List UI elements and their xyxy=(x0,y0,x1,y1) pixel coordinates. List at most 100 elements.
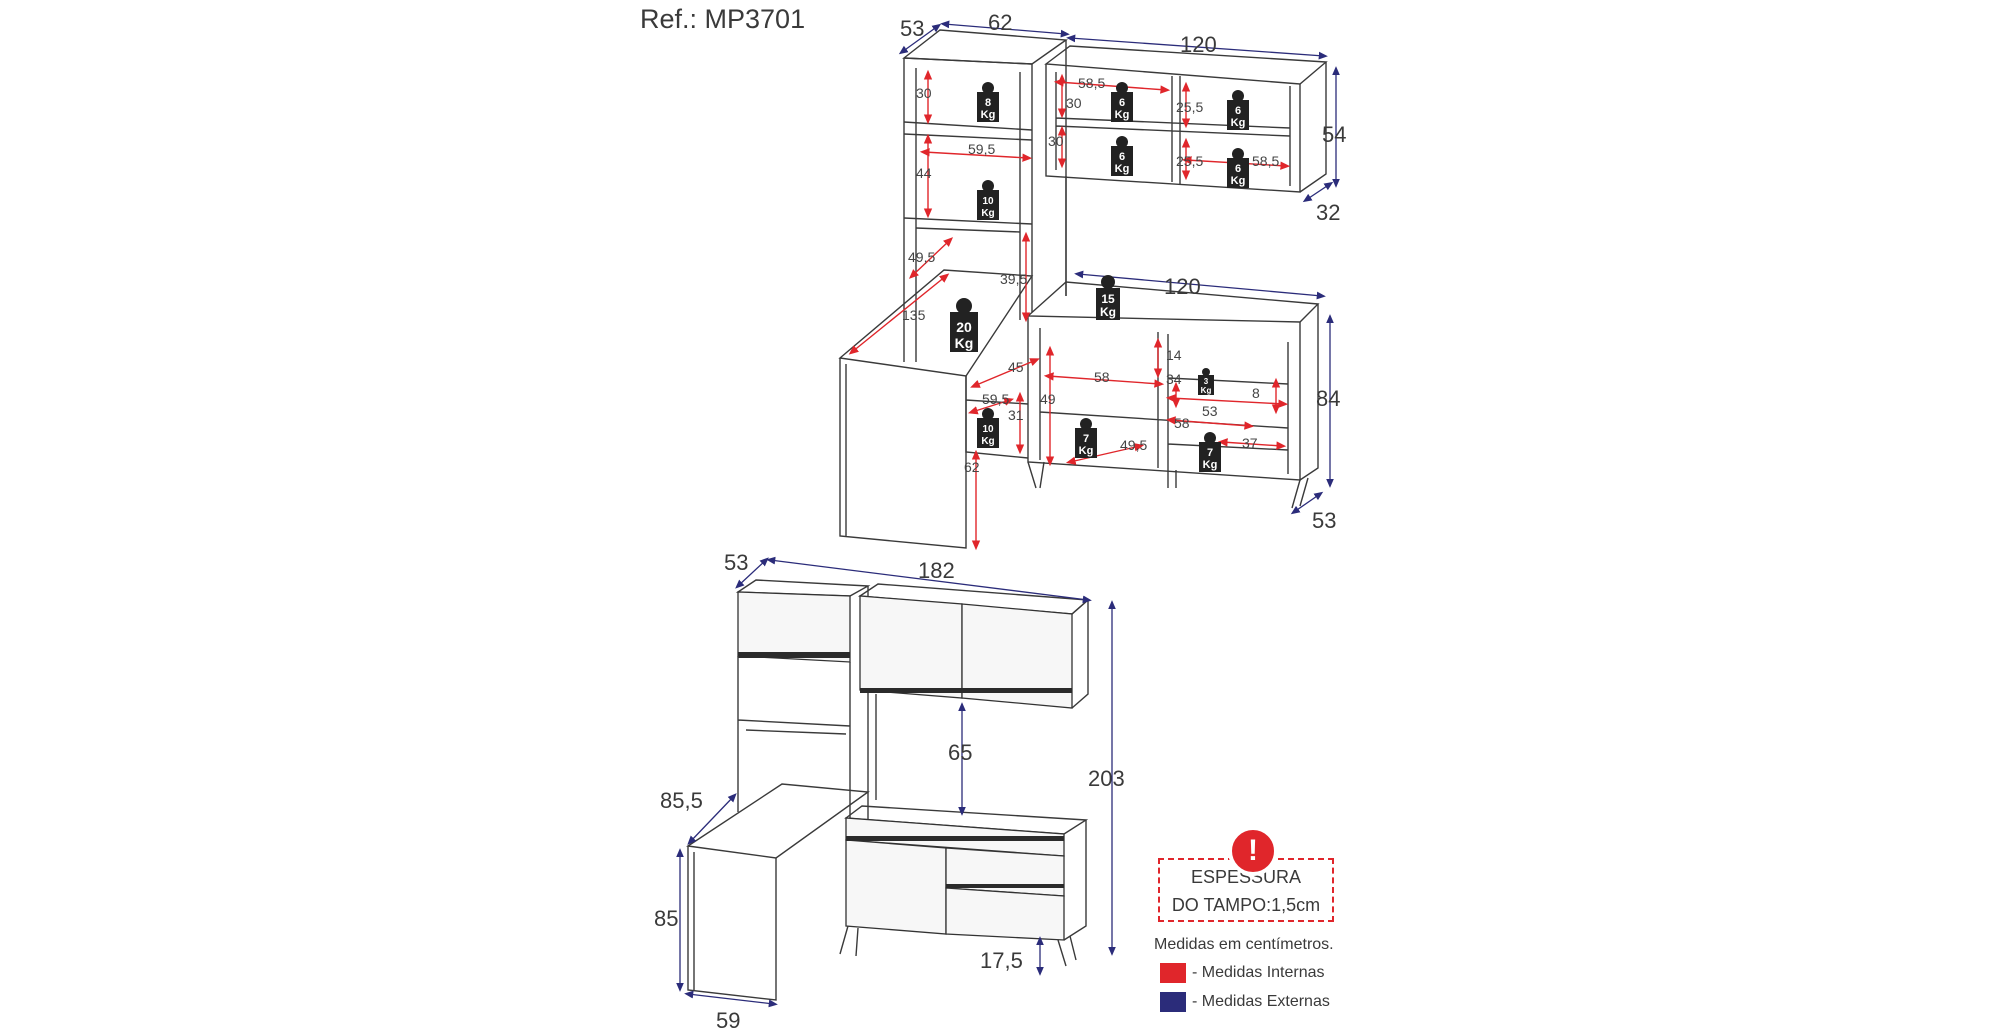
int-31: 31 xyxy=(1008,407,1024,423)
svg-text:8: 8 xyxy=(985,97,991,109)
int-44: 44 xyxy=(916,165,932,181)
dim-mid-120: 120 xyxy=(1164,274,1201,299)
weight-15kg-icon: 15 Kg xyxy=(1096,275,1120,320)
weight-6kg-icon: 6 Kg xyxy=(1227,90,1249,130)
svg-text:6: 6 xyxy=(1119,97,1125,109)
isometric-view: 53 62 120 54 32 120 84 53 30 44 59,5 49,… xyxy=(838,10,1346,551)
dim-mid-53: 53 xyxy=(1312,508,1336,533)
internal-dimension-lines xyxy=(848,69,1291,551)
weight-7kg-icon: 7 Kg xyxy=(1075,418,1097,458)
front-view: 53 182 65 203 85,5 85 59 17,5 xyxy=(654,550,1125,1028)
warning-note: ! ESPESSURA DO TAMPO:1,5cm xyxy=(1158,826,1336,926)
reference-code: Ref.: MP3701 xyxy=(640,4,806,34)
front-dim-53: 53 xyxy=(724,550,748,575)
front-base-band-1 xyxy=(846,836,1064,841)
legend: Medidas em centímetros. - Medidas Intern… xyxy=(1154,936,1334,1012)
dim-top-53: 53 xyxy=(900,16,924,41)
blue-swatch-icon xyxy=(1160,992,1186,1012)
dim-top-62: 62 xyxy=(988,10,1012,35)
weight-20kg-icon: 20 Kg xyxy=(950,298,978,352)
weight-10kg-icon: 10 Kg xyxy=(977,408,999,448)
svg-text:Kg: Kg xyxy=(1201,386,1212,395)
int-25-5b: 25,5 xyxy=(1176,153,1203,169)
warning-line-1: ESPESSURA xyxy=(1190,867,1302,887)
front-dim-85-5: 85,5 xyxy=(660,788,703,813)
front-desk-top xyxy=(686,783,870,859)
int-8: 8 xyxy=(1252,385,1260,401)
int-59-5a: 59,5 xyxy=(968,141,995,157)
legend-internal-label: - Medidas Internas xyxy=(1192,964,1325,981)
exclamation-icon: ! xyxy=(1228,826,1278,876)
svg-text:Kg: Kg xyxy=(1079,445,1094,457)
front-dim-59: 59 xyxy=(716,1008,740,1028)
svg-text:10: 10 xyxy=(982,424,994,435)
int-59-5b: 59,5 xyxy=(982,391,1009,407)
int-30c: 30 xyxy=(1048,133,1064,149)
int-58-5a: 58,5 xyxy=(1078,75,1105,91)
front-upper-band xyxy=(860,688,1072,693)
weight-8kg-icon: 8 Kg xyxy=(977,82,999,122)
weight-7kg-icon: 7 Kg xyxy=(1199,432,1221,472)
int-39-5: 39,5 xyxy=(1000,271,1027,287)
dim-mid-84: 84 xyxy=(1316,386,1340,411)
legend-internal: - Medidas Internas xyxy=(1160,963,1334,983)
int-25-5a: 25,5 xyxy=(1176,99,1203,115)
int-30a: 30 xyxy=(916,85,932,101)
int-135: 135 xyxy=(902,307,926,323)
front-dim-182: 182 xyxy=(918,558,955,583)
int-14: 14 xyxy=(1166,347,1182,363)
svg-text:6: 6 xyxy=(1235,163,1241,175)
int-49-5a: 49,5 xyxy=(908,249,935,265)
svg-text:Kg: Kg xyxy=(1231,117,1246,129)
front-tower-band xyxy=(738,652,850,658)
svg-text:Kg: Kg xyxy=(1100,305,1116,319)
weight-6kg-icon: 6 Kg xyxy=(1111,82,1133,122)
weight-6kg-icon: 6 Kg xyxy=(1111,136,1133,176)
front-legs xyxy=(839,925,1077,967)
svg-text:6: 6 xyxy=(1119,151,1125,163)
warning-line-2: DO TAMPO:1,5cm xyxy=(1171,895,1321,915)
legend-external-label: - Medidas Externas xyxy=(1192,993,1330,1010)
front-upper-side xyxy=(1071,598,1089,709)
tower-shelves xyxy=(903,121,1033,233)
int-34: 34 xyxy=(1166,371,1182,387)
svg-text:20: 20 xyxy=(956,319,972,335)
front-base-side xyxy=(1063,820,1087,941)
weight-10kg-icon: 10 Kg xyxy=(977,180,999,220)
int-58-5b: 58,5 xyxy=(1252,153,1279,169)
legend-note: Medidas em centímetros. xyxy=(1154,936,1334,953)
svg-text:7: 7 xyxy=(1207,447,1213,459)
base-cabinet-body xyxy=(1027,304,1319,481)
front-desk-leg xyxy=(687,846,777,1001)
svg-text:Kg: Kg xyxy=(981,109,996,121)
int-37: 37 xyxy=(1242,435,1258,451)
front-dim-65: 65 xyxy=(948,740,972,765)
front-tower-door xyxy=(737,591,851,663)
weight-3kg-icon: 3 Kg xyxy=(1198,368,1214,395)
svg-text:7: 7 xyxy=(1083,433,1089,445)
red-swatch-icon xyxy=(1160,963,1186,983)
front-dim-85: 85 xyxy=(654,906,678,931)
svg-text:Kg: Kg xyxy=(1115,163,1130,175)
int-62: 62 xyxy=(964,459,980,475)
front-base-drawer-bottom xyxy=(945,887,1065,941)
int-49-5b: 49,5 xyxy=(1120,437,1147,453)
wall-cabinet-dividers xyxy=(1055,72,1291,186)
int-30b: 30 xyxy=(1066,95,1082,111)
int-58a: 58 xyxy=(1094,369,1110,385)
front-upper-door-left xyxy=(859,595,963,699)
legend-external: - Medidas Externas xyxy=(1160,992,1334,1012)
int-49: 49 xyxy=(1040,391,1056,407)
int-53: 53 xyxy=(1202,403,1218,419)
int-45: 45 xyxy=(1008,359,1024,375)
svg-text:Kg: Kg xyxy=(1231,175,1246,187)
svg-text:Kg: Kg xyxy=(1203,459,1218,471)
front-base-band-2 xyxy=(946,884,1064,888)
svg-text:10: 10 xyxy=(982,196,994,207)
svg-text:Kg: Kg xyxy=(981,436,994,447)
dim-top-54: 54 xyxy=(1322,122,1346,147)
int-58b: 58 xyxy=(1174,415,1190,431)
weight-6kg-icon: 6 Kg xyxy=(1227,148,1249,188)
svg-text:Kg: Kg xyxy=(981,208,994,219)
